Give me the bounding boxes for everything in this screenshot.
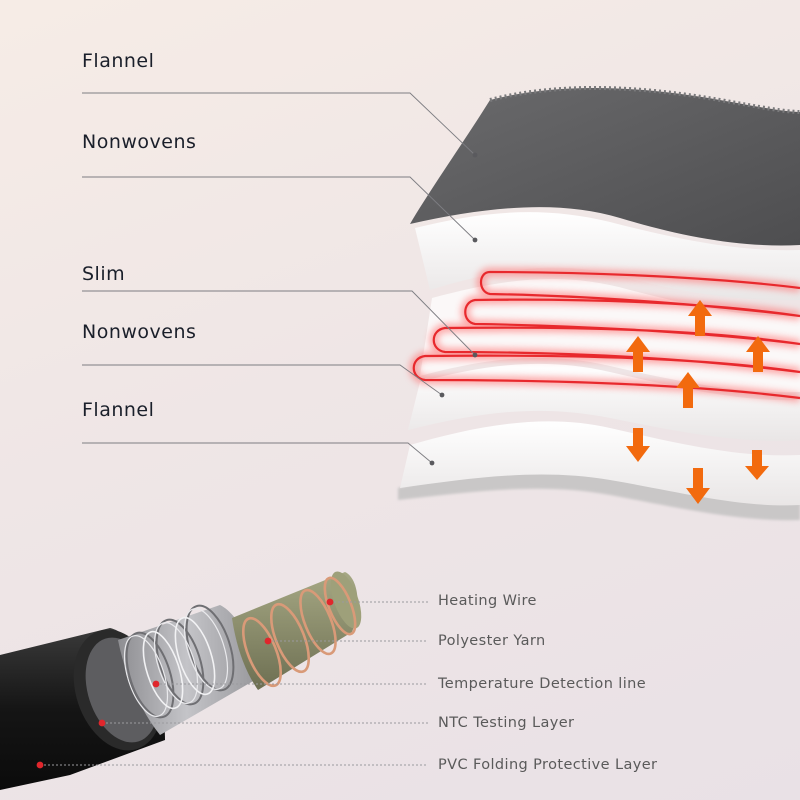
top-flannel-texture xyxy=(489,86,800,114)
cable-marker-dots xyxy=(36,598,334,769)
label-temperature-detection: Temperature Detection line xyxy=(438,676,647,692)
top-flannel-layer xyxy=(410,87,800,246)
label-flannel-bottom: Flannel xyxy=(82,399,155,421)
heat-arrow-down-icon xyxy=(626,428,769,504)
heating-wire-serpentine xyxy=(409,267,800,403)
ntc-testing-layer xyxy=(118,604,255,735)
label-polyester-yarn: Polyester Yarn xyxy=(438,633,546,649)
temperature-detection-coil xyxy=(142,616,216,710)
label-flannel-top: Flannel xyxy=(82,50,155,72)
layer-leader-lines xyxy=(82,92,476,464)
label-ntc-layer: NTC Testing Layer xyxy=(438,715,575,731)
label-nonwovens-bottom: Nonwovens xyxy=(82,321,197,343)
heat-arrow-up-icon xyxy=(626,300,770,408)
layer-leader-dots xyxy=(429,152,478,466)
label-nonwovens-top: Nonwovens xyxy=(82,131,197,153)
cable-leader-lines xyxy=(40,601,428,766)
label-pvc-layer: PVC Folding Protective Layer xyxy=(438,757,658,773)
label-slim: Slim xyxy=(82,263,126,285)
label-heating-wire: Heating Wire xyxy=(438,593,537,609)
